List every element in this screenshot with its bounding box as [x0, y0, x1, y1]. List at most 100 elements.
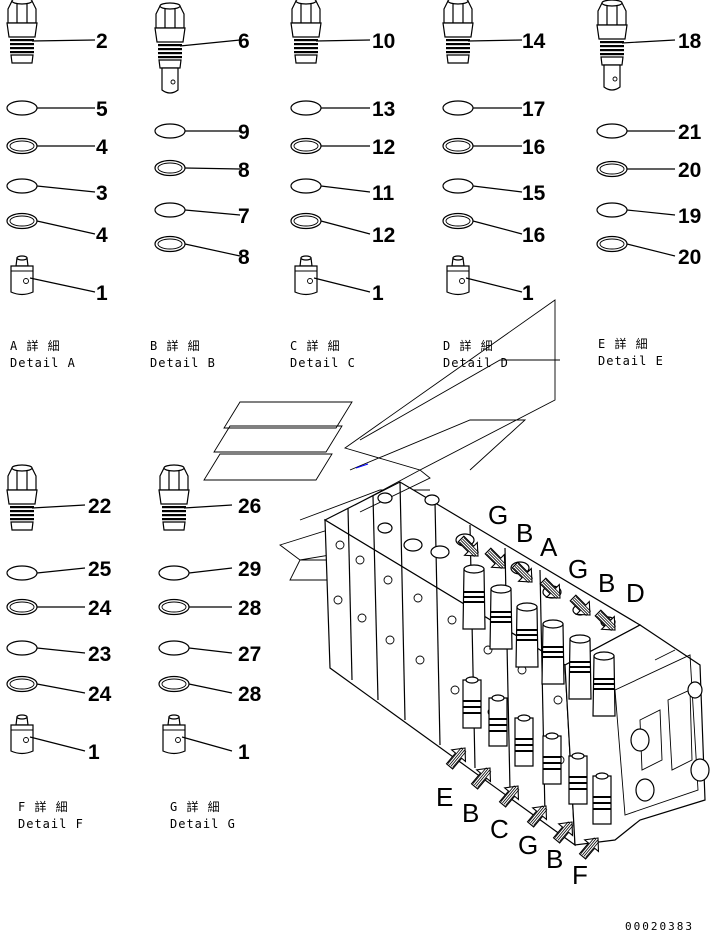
leader-line [315, 39, 371, 42]
direction-arrow [498, 785, 520, 808]
detail-caption-jp: D 詳 細 [443, 338, 494, 353]
installed-bottom-plug [592, 772, 612, 825]
leader-line [36, 185, 96, 193]
part-oring: 17 [442, 98, 545, 121]
installed-top-cartridge [515, 602, 539, 668]
leader-line [626, 243, 676, 257]
detail-caption-en: Detail B [150, 356, 216, 370]
part-backup: 20 [596, 235, 701, 269]
installed-bottom-plug [514, 714, 534, 767]
direction-arrow [511, 561, 533, 583]
arrows-group [445, 535, 616, 860]
detail-caption-en: Detail D [443, 356, 509, 370]
part-number: 10 [372, 30, 395, 53]
direction-arrow [526, 805, 548, 828]
valve-letter: G [568, 554, 588, 584]
leader-line [29, 277, 96, 293]
part-number: 20 [678, 246, 701, 269]
part-number: 4 [96, 136, 108, 159]
leader-line [465, 277, 523, 293]
part-backup: 24 [6, 597, 112, 620]
part-number: 16 [522, 224, 545, 247]
detail-caption-jp: G 詳 細 [170, 799, 221, 814]
part-number: 28 [238, 597, 262, 620]
part-number: 1 [238, 741, 250, 764]
part-number: 14 [522, 30, 546, 53]
part-number: 17 [522, 98, 545, 121]
direction-arrow [594, 609, 616, 631]
part-cart_long: 18 [596, 0, 702, 91]
part-number: 12 [372, 224, 395, 247]
leader-line [31, 504, 86, 509]
part-oring: 15 [442, 178, 546, 205]
part-oring: 9 [154, 121, 250, 144]
installed-cartridges [462, 564, 616, 825]
part-backup: 4 [6, 212, 108, 247]
valve-letter: C [490, 814, 509, 844]
part-backup: 12 [290, 212, 395, 247]
part-cart: 26 [158, 464, 261, 531]
direction-arrow [445, 747, 467, 770]
part-backup: 4 [6, 136, 108, 159]
part-number: 3 [96, 182, 108, 205]
part-number: 1 [88, 741, 100, 764]
direction-arrow [578, 837, 600, 860]
part-number: 29 [238, 558, 261, 581]
part-cart: 14 [442, 0, 546, 64]
installed-bottom-plug [462, 676, 482, 729]
detail-caption-jp: B 詳 細 [150, 338, 201, 353]
detail-group: 26 29 28 27 28 1 G 詳 細 Detail G [158, 464, 262, 831]
detail-caption-en: Detail G [170, 817, 236, 831]
detail-caption-jp: F 詳 細 [18, 799, 69, 814]
part-plug: 1 [446, 255, 534, 305]
installed-bottom-plug [568, 752, 588, 805]
diagram-code: 00020383 [625, 920, 694, 933]
leader-line [313, 277, 371, 293]
detail-caption-en: Detail E [598, 354, 664, 368]
part-cart: 22 [6, 464, 111, 531]
valve-letter: F [572, 860, 588, 890]
part-backup: 20 [596, 159, 701, 182]
leader-line [472, 220, 523, 235]
part-number: 20 [678, 159, 701, 182]
leader-line [626, 209, 676, 216]
part-backup: 16 [442, 212, 545, 247]
direction-arrow [484, 547, 506, 569]
part-number: 15 [522, 182, 546, 205]
part-oring: 19 [596, 202, 701, 228]
leader-line [467, 39, 523, 42]
part-number: 12 [372, 136, 395, 159]
valve-letters-bottom: E B C G B F [436, 782, 588, 890]
watermark-logo [203, 299, 560, 581]
detail-caption-en: Detail C [290, 356, 356, 370]
leader-line [184, 167, 241, 170]
leader-line [36, 683, 86, 694]
detail-caption-jp: C 詳 細 [290, 338, 341, 353]
detail-caption-en: Detail F [18, 817, 84, 831]
leader-line [472, 185, 523, 193]
leader-line [188, 683, 233, 694]
direction-arrow [552, 821, 574, 844]
part-number: 6 [238, 30, 250, 53]
leader-line [188, 567, 233, 574]
part-backup: 8 [154, 235, 250, 269]
part-plug: 1 [10, 714, 100, 764]
part-number: 24 [88, 683, 112, 706]
part-number: 16 [522, 136, 545, 159]
part-number: 22 [88, 495, 111, 518]
valve-letters-top: G B A G B D [488, 500, 645, 608]
part-oring: 21 [596, 121, 702, 144]
detail-caption-jp: A 詳 細 [10, 338, 61, 353]
part-number: 4 [96, 224, 108, 247]
part-number: 26 [238, 495, 261, 518]
valve-letter: E [436, 782, 453, 812]
part-number: 27 [238, 643, 261, 666]
part-backup: 24 [6, 675, 112, 706]
part-number: 28 [238, 683, 262, 706]
part-number: 5 [96, 98, 108, 121]
